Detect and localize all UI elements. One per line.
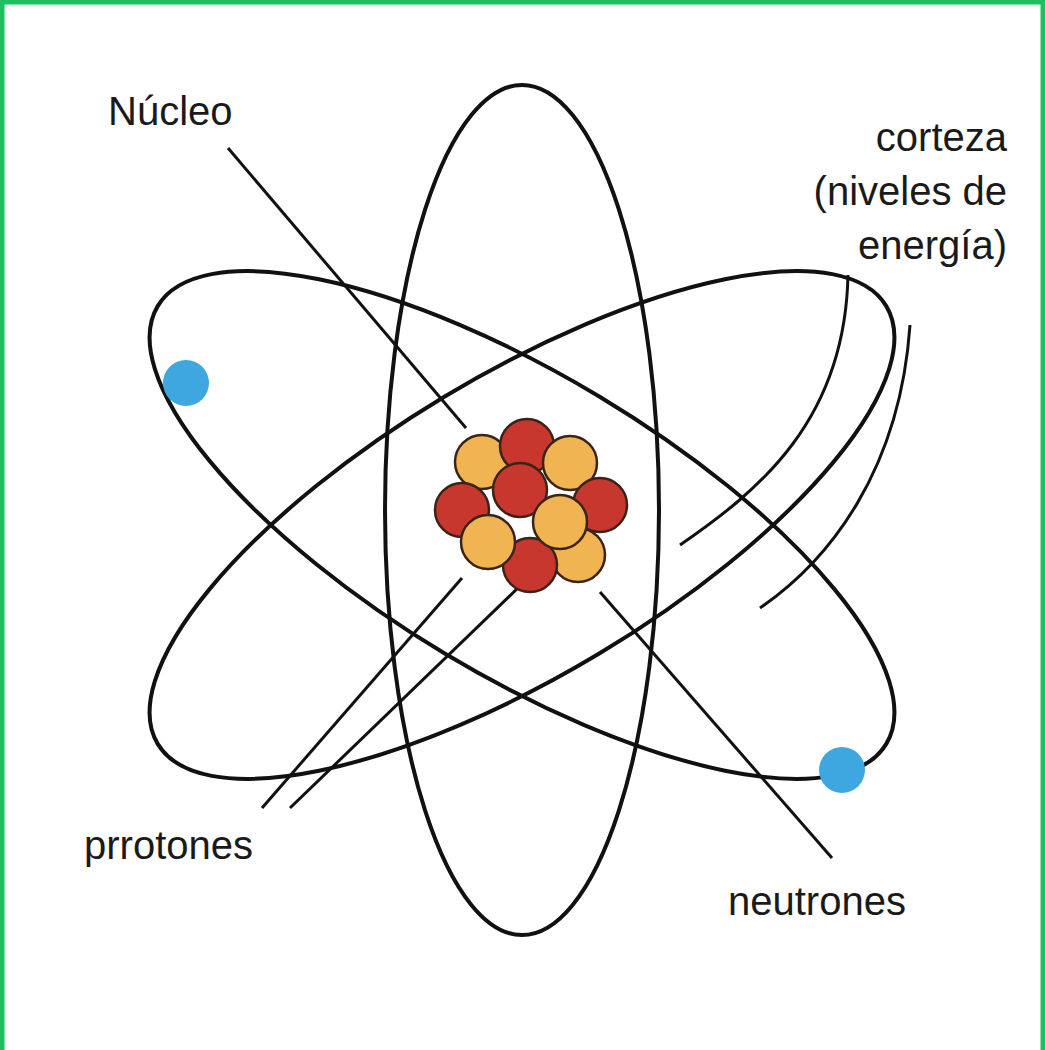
nucleus-label: Núcleo <box>108 84 368 138</box>
neutrons-label: neutrones <box>728 874 1008 928</box>
shell-label: corteza (niveles de energía) <box>752 110 1007 272</box>
electrons <box>163 360 865 793</box>
nucleus <box>435 419 627 592</box>
protons-label: prrotones <box>84 818 344 872</box>
leader-lines <box>228 148 910 858</box>
